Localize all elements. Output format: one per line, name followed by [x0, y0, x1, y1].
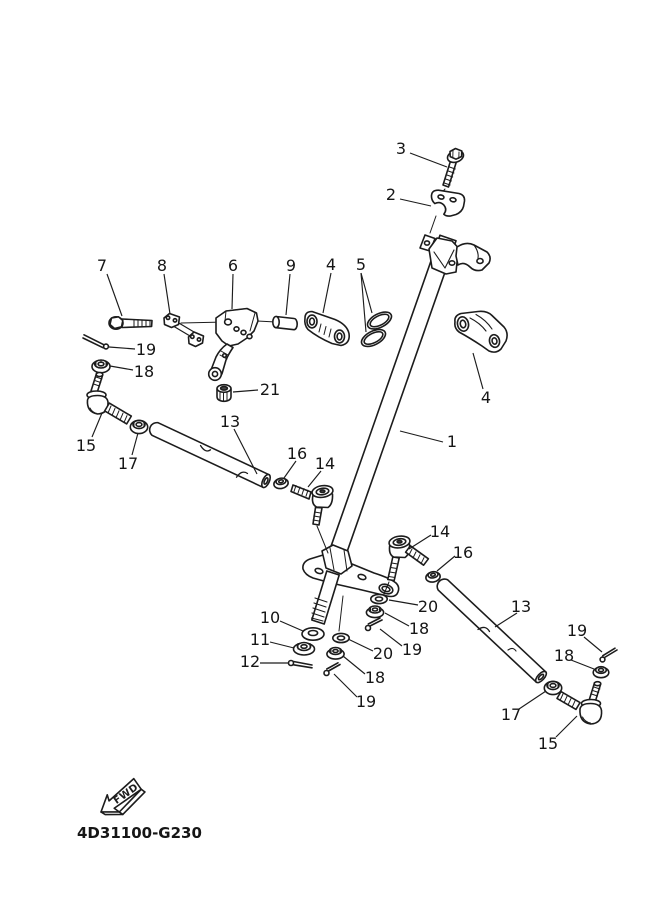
arm-bolt [108, 315, 153, 330]
tie-rod-right [436, 578, 548, 684]
flange-nut-upper-left [91, 359, 111, 374]
callout-5: 5 [356, 255, 366, 274]
callout-12: 12 [240, 652, 260, 671]
part-code: 4D31100-G230 [77, 824, 202, 842]
flange-nut-lower-right [592, 665, 610, 679]
callout-19c: 19 [356, 692, 376, 711]
callout-13a: 13 [220, 412, 240, 431]
callout-16a: 16 [287, 444, 307, 463]
callout-2: 2 [386, 185, 396, 204]
link-rod [163, 312, 205, 348]
washer-20-right [369, 593, 388, 605]
tie-rod-end-right [556, 680, 603, 725]
rod-ball-joint-left [290, 484, 334, 554]
callout-3: 3 [396, 139, 406, 158]
steering-shaft-top-bracket [419, 234, 491, 275]
callout-18d: 18 [554, 646, 574, 665]
leader-lines [91, 152, 603, 738]
callout-18b: 18 [409, 619, 429, 638]
callout-7: 7 [97, 256, 107, 275]
snap-rings [360, 311, 393, 348]
shaft-bushing-right [454, 310, 508, 353]
ball-joint-nut-right [425, 570, 441, 583]
callout-8: 8 [157, 256, 167, 275]
tie-rod-left [148, 421, 272, 489]
callout-18a: 18 [134, 362, 154, 381]
callout-10: 10 [260, 608, 280, 627]
flange-nut-11 [292, 641, 316, 656]
callout-16b: 16 [453, 543, 473, 562]
washer-10 [301, 626, 325, 641]
callout-6: 6 [228, 256, 238, 275]
callout-13b: 13 [511, 597, 531, 616]
rod-lock-nut-left [129, 419, 149, 435]
callout-19d: 19 [567, 621, 587, 640]
callout-18c: 18 [365, 668, 385, 687]
callout-1: 1 [447, 432, 457, 451]
castle-nut-18-left [326, 646, 345, 660]
callout-14b: 14 [430, 522, 450, 541]
cotter-pin-lower-right [599, 647, 618, 663]
callout-19b: 19 [402, 640, 422, 659]
fwd-arrow: FWD [100, 777, 146, 816]
cotter-pin-19-left [323, 661, 341, 677]
callout-9: 9 [286, 256, 296, 275]
steering-shaft [310, 234, 457, 625]
steering-arm-bracket [180, 307, 277, 382]
callout-20b: 20 [418, 597, 438, 616]
callout-21: 21 [260, 380, 280, 399]
collar [271, 315, 298, 331]
washer-20-left [331, 632, 350, 644]
callout-11: 11 [250, 630, 270, 649]
ball-joint-nut-left [273, 477, 289, 490]
callout-15b: 15 [538, 734, 558, 753]
handlebar-clamp [430, 189, 466, 217]
cotter-pin-upper-left [82, 333, 110, 350]
castle-nut-18-right [365, 605, 385, 619]
callout-17b: 17 [501, 705, 521, 724]
tie-rod-end-left [86, 371, 133, 425]
handlebar-clamp-bolt [442, 147, 465, 188]
callout-4b: 4 [481, 388, 491, 407]
cotter-pin-12 [287, 659, 313, 669]
callout-19a: 19 [136, 340, 156, 359]
callout-labels: 3 2 7 8 6 9 4 5 19 18 21 15 17 13 16 14 … [76, 139, 587, 753]
callout-15a: 15 [76, 436, 96, 455]
callout-4a: 4 [326, 255, 336, 274]
shaft-bushing-left [304, 310, 351, 347]
callout-20c: 20 [373, 644, 393, 663]
callout-14a: 14 [315, 454, 335, 473]
rod-lock-nut-right [543, 680, 563, 696]
cotter-pin-19-right [364, 617, 383, 632]
callout-17a: 17 [118, 454, 138, 473]
rod-ball-joint-right [383, 535, 430, 595]
arm-ball-joint [216, 383, 232, 403]
